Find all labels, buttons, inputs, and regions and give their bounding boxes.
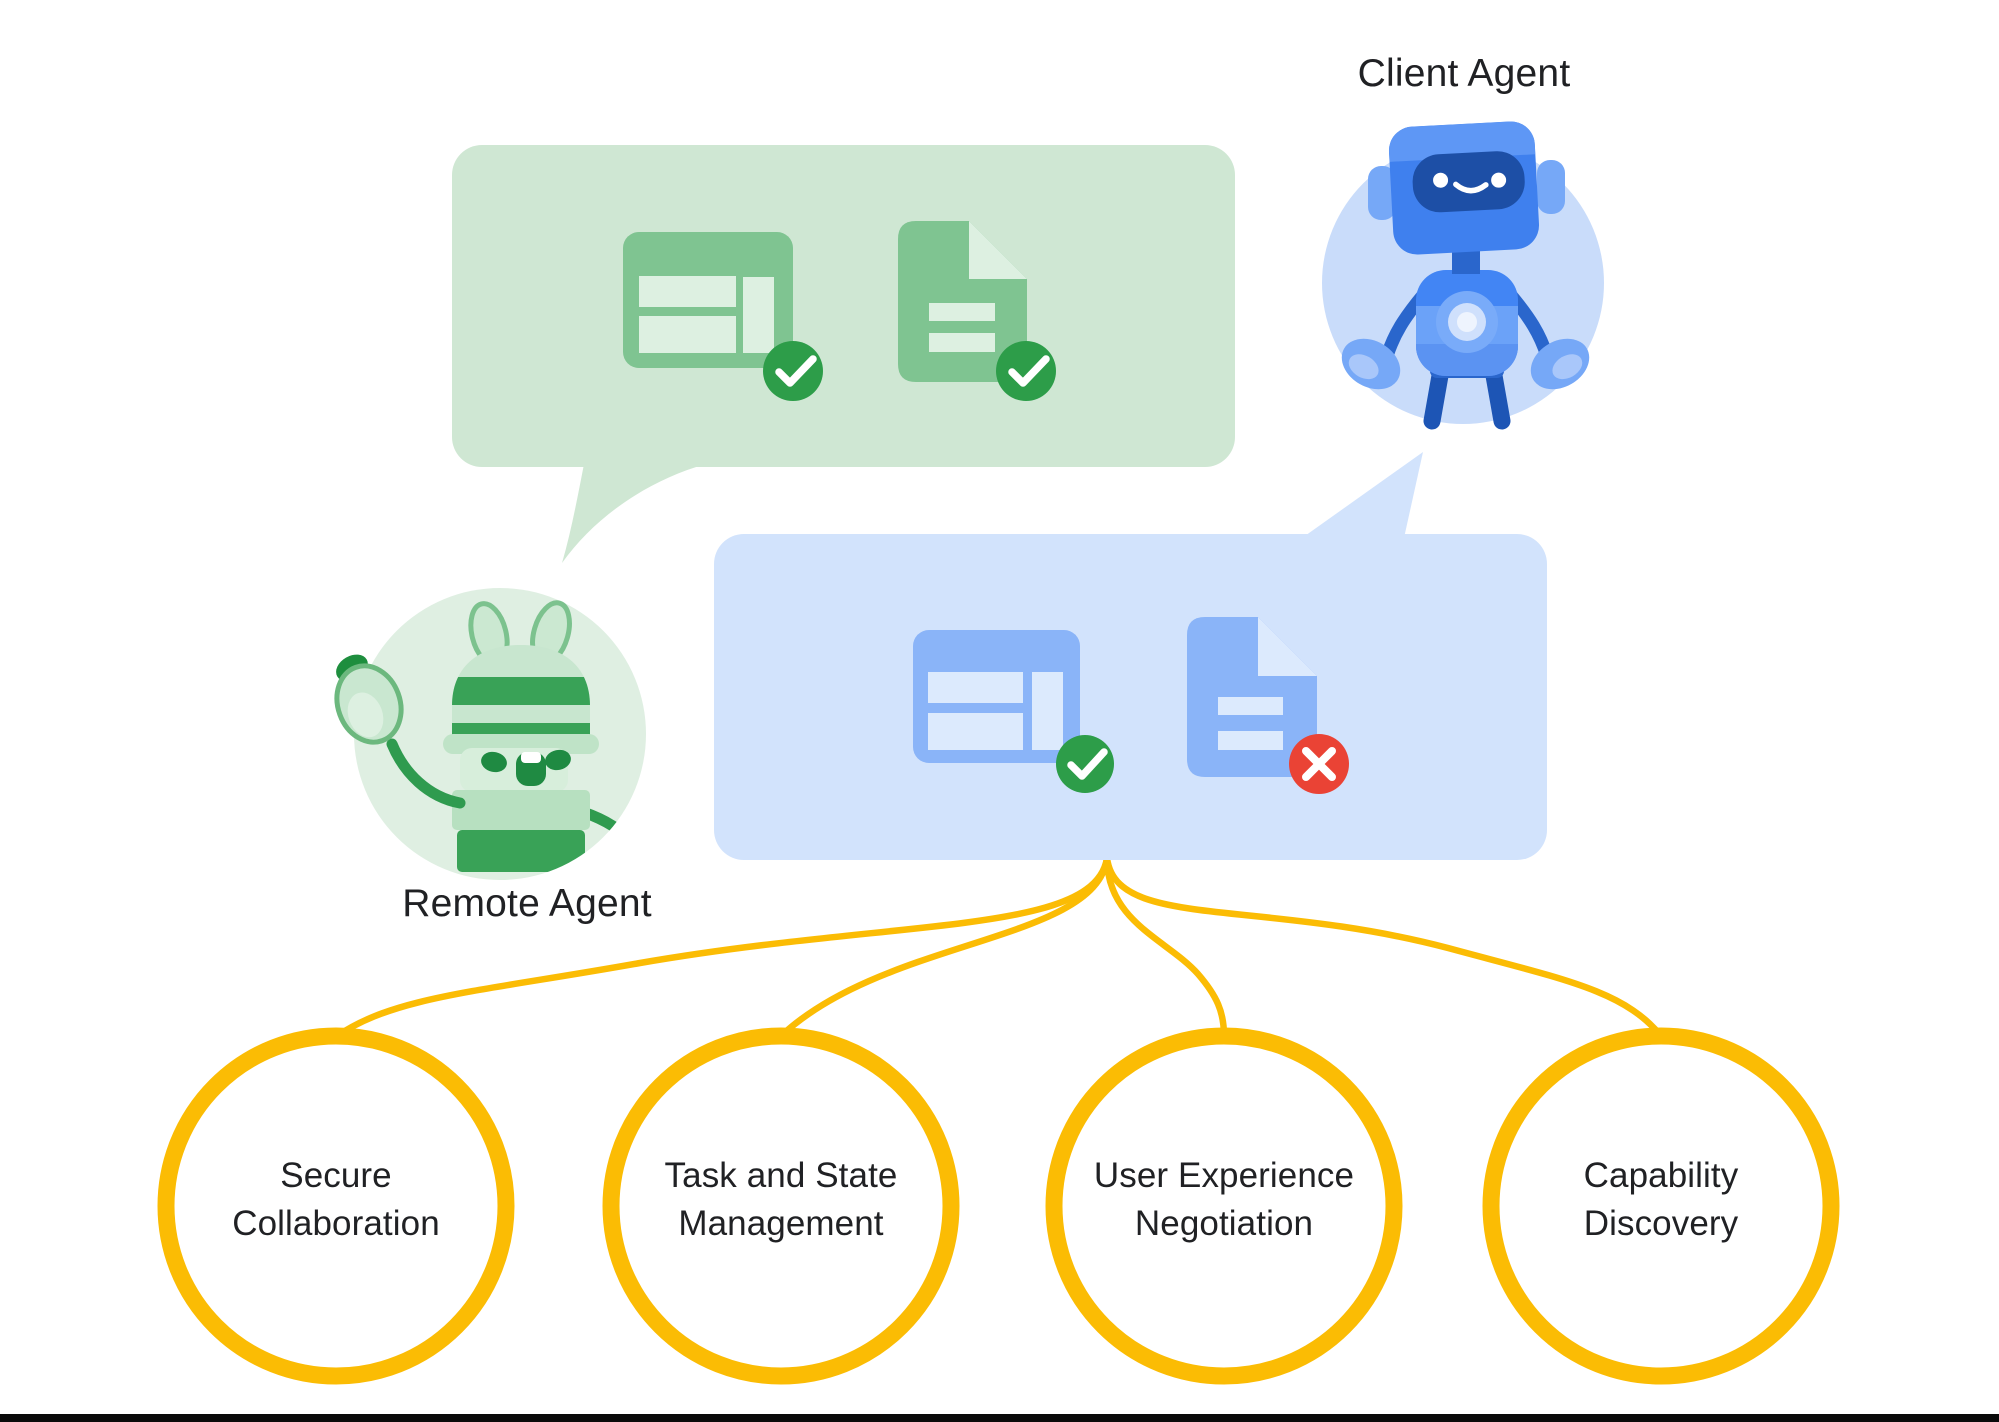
- connector-lines: [333, 854, 1665, 1040]
- document-icon: [1187, 617, 1317, 777]
- speech-bubble-remote-body: [452, 145, 1235, 467]
- capability-label-line: Discovery: [1583, 1204, 1739, 1243]
- bottom-edge-bar: [0, 1414, 1999, 1422]
- connector-line-capability-discovery: [1103, 854, 1665, 1040]
- robot-arms: [1341, 287, 1590, 390]
- speech-bubble-remote-tail: [562, 464, 706, 563]
- robot-eye: [1433, 172, 1449, 188]
- robot-hand: [1530, 338, 1590, 390]
- mascot-teeth: [521, 752, 541, 763]
- layout-card-icon: [623, 232, 793, 368]
- capability-circle-secure-collaboration: [157, 1027, 515, 1385]
- check-badge-icon: [996, 341, 1056, 401]
- mascot-face: [460, 748, 571, 792]
- capability-label-line: Task and State: [664, 1156, 898, 1195]
- remote-agent-illustration: [334, 588, 646, 880]
- cross-badge-icon: [1289, 734, 1349, 794]
- capability-label-ux-negotiation: User Experience Negotiation: [1052, 1152, 1396, 1248]
- speech-bubble-remote: [452, 145, 1235, 563]
- mascot-torso: [452, 790, 590, 872]
- capability-circle-ux-negotiation: [1045, 1027, 1403, 1385]
- client-agent-illustration: [1322, 120, 1604, 430]
- check-badge-icon: [763, 341, 823, 401]
- connector-line-task-state: [777, 854, 1111, 1040]
- robot-ear: [1368, 166, 1396, 220]
- speech-bubble-client-body: [714, 534, 1547, 860]
- robot-body: [1416, 270, 1518, 376]
- layout-card-icon: [913, 630, 1080, 763]
- capability-circle-task-state: [602, 1027, 960, 1385]
- robot-eye: [1491, 172, 1507, 188]
- capability-label-task-state: Task and State Management: [609, 1152, 953, 1248]
- capability-circle-capability-discovery: [1482, 1027, 1840, 1385]
- capability-label-secure-collaboration: Secure Collaboration: [164, 1152, 508, 1248]
- connector-line-ux-negotiation: [1103, 854, 1228, 1040]
- connector-line-secure-collaboration: [333, 854, 1111, 1040]
- speech-bubble-client: [714, 452, 1547, 860]
- remote-agent-label: Remote Agent: [402, 882, 652, 925]
- capability-label-line: User Experience: [1093, 1156, 1355, 1195]
- speech-bubble-client-tail: [1302, 452, 1423, 538]
- capability-label-line: Capability: [1583, 1156, 1739, 1195]
- robot-ear: [1537, 160, 1565, 214]
- robot-smile: [1453, 181, 1489, 194]
- mascot-eye: [545, 749, 571, 771]
- robot-head: [1387, 120, 1540, 255]
- capability-label-line: Secure: [280, 1156, 392, 1195]
- capability-label-capability-discovery: Capability Discovery: [1489, 1152, 1833, 1248]
- capability-label-line: Collaboration: [232, 1204, 440, 1243]
- document-icon: [898, 221, 1027, 382]
- mascot-waving-arm: [334, 654, 466, 809]
- capability-label-line: Management: [678, 1204, 884, 1243]
- mascot-eye: [481, 751, 507, 773]
- robot-face-screen: [1412, 151, 1525, 213]
- client-agent-label: Client Agent: [1357, 52, 1571, 95]
- check-badge-icon: [1056, 735, 1114, 793]
- robot-hand: [1341, 338, 1401, 390]
- capability-circles: [157, 1027, 1840, 1385]
- capability-label-line: Negotiation: [1134, 1204, 1314, 1243]
